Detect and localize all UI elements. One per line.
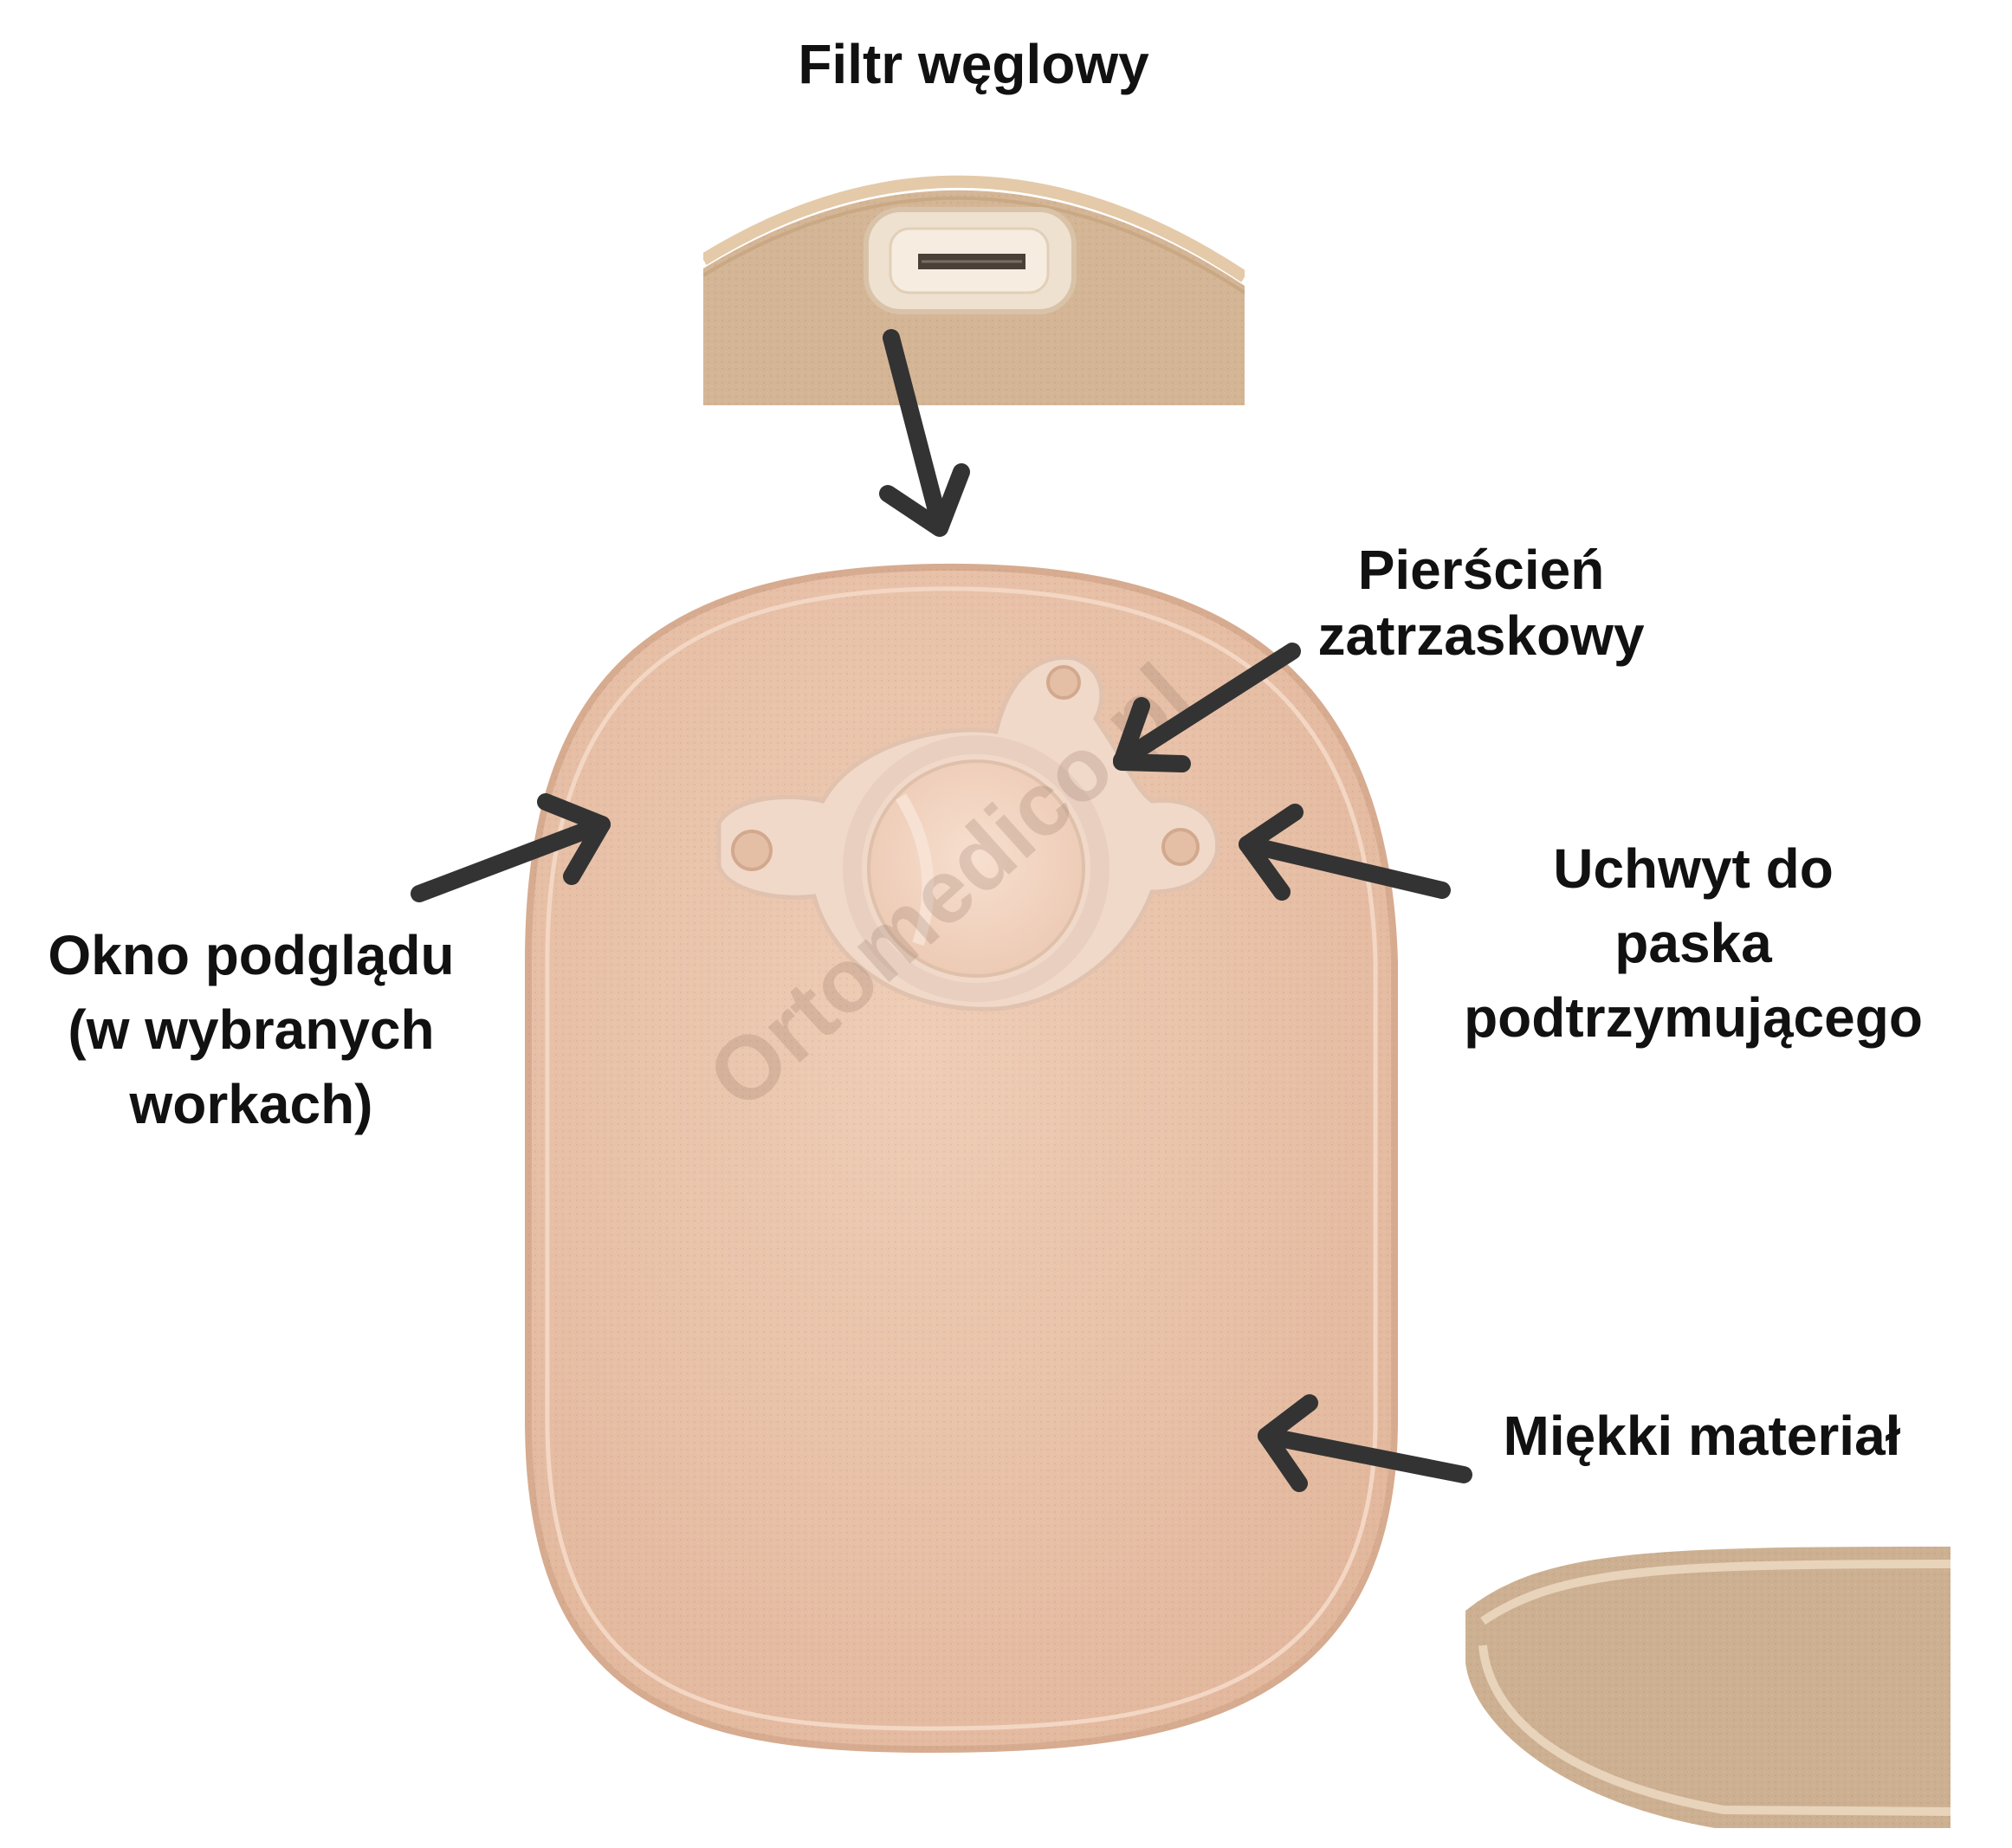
- label-filter-line-1: Filtr węglowy: [798, 33, 1149, 95]
- arrows: [411, 329, 1472, 1492]
- material-detail-photo: [1465, 1547, 1951, 1828]
- label-belt-line-1: Uchwyt do: [1553, 837, 1834, 900]
- label-window: Okno podglądu (w wybranych workach): [17, 918, 485, 1141]
- label-ring-line-1: Pierścień: [1357, 539, 1605, 601]
- belt-tab-left-hole: [731, 830, 773, 871]
- snap-ring-flange: [716, 655, 1220, 1011]
- label-ring: Pierścień zatrzaskowy: [1282, 537, 1680, 669]
- filter-detail-photo: [703, 175, 1245, 405]
- label-window-line-2: (w wybranych: [68, 998, 435, 1061]
- label-ring-line-2: zatrzaskowy: [1317, 604, 1645, 667]
- arrow-window: [411, 793, 611, 902]
- label-window-line-3: workach): [129, 1073, 373, 1135]
- label-belt-line-2: paska: [1614, 912, 1772, 974]
- arrow-material: [1258, 1394, 1472, 1492]
- label-filter: Filtr węglowy: [722, 31, 1225, 97]
- label-material-line-1: Miękki materiał: [1503, 1405, 1901, 1467]
- label-material: Miękki materiał: [1464, 1403, 1940, 1469]
- label-window-line-1: Okno podglądu: [48, 924, 455, 986]
- label-belt-line-3: podtrzymującego: [1464, 986, 1923, 1049]
- label-belt: Uchwyt do paska podtrzymującego: [1429, 831, 1957, 1055]
- arrow-filter: [879, 329, 970, 537]
- belt-tab-right-hole: [1161, 828, 1200, 866]
- arrow-ring: [1113, 643, 1301, 772]
- arrow-belt: [1239, 804, 1451, 901]
- top-tab-hole: [1046, 665, 1081, 700]
